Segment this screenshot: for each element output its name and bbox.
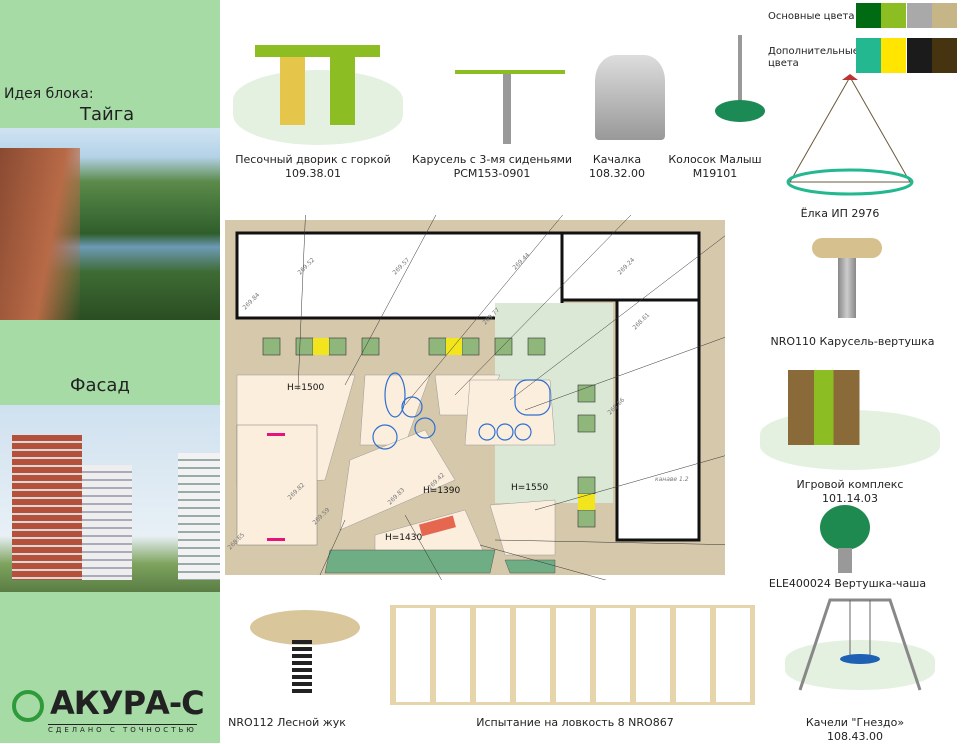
rocker-image <box>595 55 665 140</box>
play-complex-image <box>775 370 905 445</box>
bowl-spinner-post <box>838 548 852 573</box>
carousel-image <box>455 70 565 145</box>
site-plan: H=1500 H=1390 H=1550 H=1430 269.52 269.5… <box>225 215 725 580</box>
rocker-icons <box>267 433 285 541</box>
height-1550: H=1550 <box>511 483 548 493</box>
idea-label: Идея блока: <box>4 86 94 102</box>
nest-swing-base <box>785 640 935 690</box>
palette-extra-label: Дополнительные цвета <box>768 46 859 69</box>
kolosok-pole <box>738 35 742 115</box>
building-2 <box>560 231 701 302</box>
building-red <box>12 435 82 580</box>
spruce-net-image <box>786 74 914 196</box>
facade-label: Фасад <box>70 375 130 396</box>
idea-value: Тайга <box>80 104 135 125</box>
height-1430: H=1430 <box>385 533 422 543</box>
palette-main-label: Основные цвета <box>768 11 855 22</box>
swatch-main-1 <box>856 3 881 28</box>
facade-photo <box>0 405 220 592</box>
logo-icon <box>12 690 44 722</box>
label-agility: Испытание на ловкость 8 NRO867 <box>476 716 674 729</box>
swatch-main-2 <box>881 3 906 28</box>
swatch-extra-1 <box>856 38 881 73</box>
logo-tagline: СДЕЛАНО С ТОЧНОСТЬЮ <box>48 724 197 734</box>
lawn-strip <box>504 559 556 574</box>
zone-rockers <box>236 424 318 546</box>
channel-label: канаве 1.2 <box>655 476 689 483</box>
label-bowl-spinner: ELE400024 Вертушка-чаша <box>768 577 927 590</box>
zone-spinners <box>464 379 556 446</box>
forest-bug-spring <box>292 640 312 695</box>
lawn-strip <box>324 549 496 574</box>
taiga-photo <box>0 128 220 320</box>
building-right <box>178 453 220 580</box>
label-spinner: NRO110 Карусель-вертушка <box>770 335 935 348</box>
yellow-bench <box>578 494 595 510</box>
logo-name: АКУРА-С <box>50 684 205 722</box>
blue-equipment <box>372 372 551 450</box>
label-nest-swing: Качели "Гнездо»108.43.00 <box>805 716 905 743</box>
agility-red <box>419 515 456 537</box>
left-panel: Идея блока: Тайга Фасад АКУРА-С СДЕЛАНО … <box>0 0 220 743</box>
agility-course-image <box>390 605 755 705</box>
height-1500: H=1500 <box>287 383 324 393</box>
forest-bug-image <box>250 610 360 645</box>
swatch-extra-3 <box>907 38 932 73</box>
kolosok-image <box>715 100 765 122</box>
cliff-shape <box>0 148 80 320</box>
swatch-extra-2 <box>881 38 906 73</box>
planters <box>262 337 596 528</box>
swatch-main-3 <box>907 3 932 28</box>
yellow-bench <box>313 338 329 355</box>
building-white <box>82 465 132 580</box>
label-spruce: Ёлка ИП 2976 <box>800 207 880 220</box>
swatch-main-4 <box>932 3 957 28</box>
swatch-extra-4 <box>932 38 957 73</box>
leader-lines <box>297 215 725 580</box>
height-1390: H=1390 <box>423 486 460 496</box>
zone-agility <box>339 429 456 531</box>
zone-complex <box>489 499 556 556</box>
bowl-spinner-image <box>820 505 870 550</box>
sandbox-structure <box>255 45 380 125</box>
nest-swing-image <box>798 598 922 691</box>
building-3 <box>615 298 701 542</box>
spinner-post <box>838 258 856 318</box>
spinner-image <box>812 238 882 258</box>
label-forest-bug: NRO112 Лесной жук <box>228 716 346 729</box>
